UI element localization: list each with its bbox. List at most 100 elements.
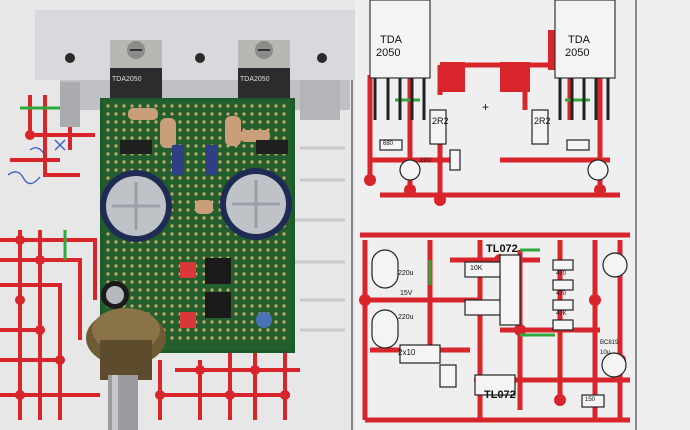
pcb-pad <box>170 296 174 300</box>
pcb-pad <box>234 312 238 316</box>
pcb-pad <box>218 120 222 124</box>
pcb-pad <box>218 136 222 140</box>
pcb-pad <box>250 328 254 332</box>
pcb-pad <box>114 128 118 132</box>
pcb-pad <box>202 336 206 340</box>
pcb-pad <box>210 224 214 228</box>
pcb-pad <box>194 224 198 228</box>
pcb-pad <box>226 104 230 108</box>
pcb-pad <box>114 120 118 124</box>
pcb-pad <box>162 256 166 260</box>
pcb-pad <box>274 120 278 124</box>
pcb-pad <box>210 240 214 244</box>
pcb-pad <box>266 272 270 276</box>
schematic-chip-right-number: 2050 <box>565 47 590 59</box>
pcb-pad <box>162 320 166 324</box>
pcb-pad <box>162 296 166 300</box>
pcb-pad <box>186 152 190 156</box>
pcb-pad <box>282 112 286 116</box>
pcb-pad <box>178 216 182 220</box>
pcb-pad <box>130 248 134 252</box>
pcb-pad <box>202 152 206 156</box>
pcb-pad <box>106 104 110 108</box>
pcb-pad <box>202 248 206 252</box>
pcb-pad <box>122 272 126 276</box>
pcb-pad <box>146 264 150 268</box>
pcb-pad <box>162 104 166 108</box>
pcb-pad <box>258 112 262 116</box>
pcb-pad <box>250 304 254 308</box>
pcb-pad <box>226 328 230 332</box>
pcb-pad <box>130 104 134 108</box>
pcb-pad <box>218 112 222 116</box>
pcb-pad <box>130 288 134 292</box>
pcb-pad <box>202 264 206 268</box>
pcb-pad <box>106 232 110 236</box>
pcb-pad <box>234 248 238 252</box>
pcb-pad <box>178 256 182 260</box>
pcb-pad <box>242 112 246 116</box>
pcb-pad <box>218 328 222 332</box>
pcb-pad <box>178 136 182 140</box>
pcb-pad <box>186 288 190 292</box>
pcb-pad <box>154 128 158 132</box>
schematic-chip-left-number: 2050 <box>376 47 401 59</box>
pcb-pad <box>178 288 182 292</box>
pcb-pad <box>146 288 150 292</box>
pcb-pad <box>154 136 158 140</box>
pcb-pad <box>274 168 278 172</box>
pcb-pad <box>234 160 238 164</box>
electrolytic-cap-left <box>100 170 172 242</box>
pcb-pad <box>178 192 182 196</box>
pcb-pad <box>242 264 246 268</box>
pcb-pad <box>258 280 262 284</box>
cap-220u-a-label: 220u <box>398 270 414 277</box>
pcb-pad <box>202 328 206 332</box>
resistor-10k-label: 10K <box>470 265 483 272</box>
pcb-pad <box>154 312 158 316</box>
pcb-pad <box>202 184 206 188</box>
pcb-pad <box>114 136 118 140</box>
pcb-pad <box>122 104 126 108</box>
pcb-pad <box>218 320 222 324</box>
pcb-pad <box>274 104 278 108</box>
pcb-pad <box>218 160 222 164</box>
pcb-pad <box>194 216 198 220</box>
pcb-pad <box>226 232 230 236</box>
transistor-bc819-label: BC819 <box>600 340 619 346</box>
pcb-pad <box>186 176 190 180</box>
pcb-pad <box>186 256 190 260</box>
left-pads <box>15 130 290 400</box>
pcb-pad <box>210 320 214 324</box>
pcb-pad <box>146 128 150 132</box>
pcb-pad <box>274 112 278 116</box>
pcb-pad <box>218 248 222 252</box>
pcb-pad <box>146 272 150 276</box>
pcb-pad <box>106 160 110 164</box>
red-caps <box>180 262 196 328</box>
pcb-pad <box>250 240 254 244</box>
pcb-pad <box>282 288 286 292</box>
pcb-pad <box>146 120 150 124</box>
pcb-pad <box>162 280 166 284</box>
pcb-pad <box>194 336 198 340</box>
pcb-pad <box>186 336 190 340</box>
pcb-pad <box>122 120 126 124</box>
pcb-pad <box>202 304 206 308</box>
pcb-pad <box>186 304 190 308</box>
pcb-pad <box>178 176 182 180</box>
pcb-ic-right-marking: TDA2050 <box>240 76 270 83</box>
pcb-pad <box>170 192 174 196</box>
pcb-pad <box>242 152 246 156</box>
pcb-pad <box>218 192 222 196</box>
pcb-pad <box>194 184 198 188</box>
pcb-pad <box>138 264 142 268</box>
pcb-pad <box>170 216 174 220</box>
pcb-pad <box>170 272 174 276</box>
pcb-pad <box>170 240 174 244</box>
pcb-pad <box>242 296 246 300</box>
pcb-pad <box>130 120 134 124</box>
faded-text <box>295 146 345 332</box>
pcb-pad <box>122 128 126 132</box>
pcb-pad <box>258 264 262 268</box>
